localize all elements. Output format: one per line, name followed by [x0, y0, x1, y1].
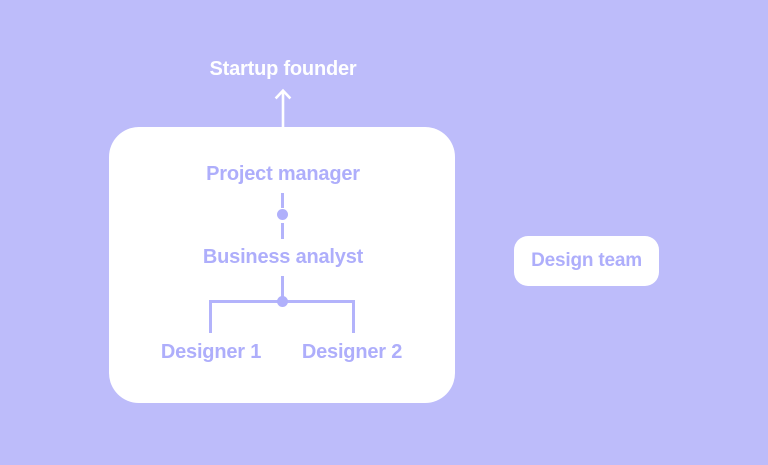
junction-dot-lower — [277, 296, 288, 307]
connector-branch-left-drop — [209, 300, 212, 333]
arrow-up-icon — [274, 88, 292, 132]
connector-junction-to-ba — [281, 223, 284, 239]
node-label-designer-2: Designer 2 — [301, 341, 403, 363]
node-label-startup-founder: Startup founder — [209, 58, 357, 80]
org-chart-card — [109, 127, 455, 403]
node-label-designer-1: Designer 1 — [160, 341, 262, 363]
connector-ba-to-branch — [281, 276, 284, 301]
node-label-business-analyst: Business analyst — [202, 246, 364, 268]
design-team-label: Design team — [531, 250, 642, 271]
node-label-project-manager: Project manager — [206, 163, 360, 185]
junction-dot-upper — [277, 209, 288, 220]
connector-branch-right-drop — [352, 300, 355, 333]
connector-pm-to-junction — [281, 193, 284, 208]
design-team-pill[interactable]: Design team — [514, 236, 659, 286]
